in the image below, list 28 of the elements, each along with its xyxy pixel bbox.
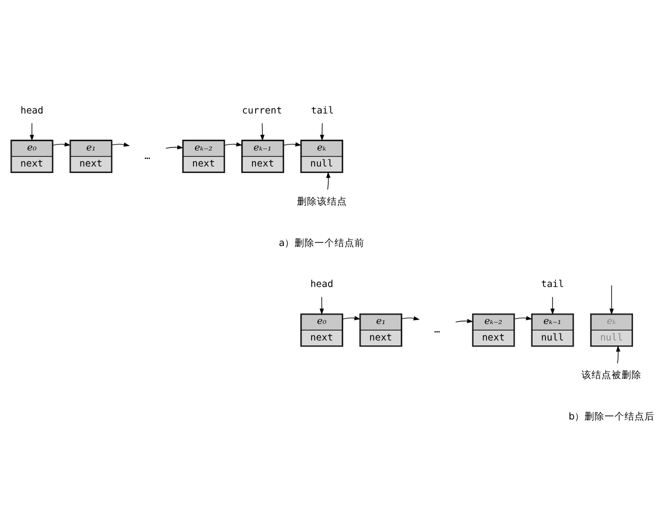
label: b）删除一个结点后	[568, 411, 655, 422]
node-text: …	[144, 150, 150, 162]
arrow	[284, 142, 302, 146]
node-text: tail	[310, 104, 334, 116]
node-text: 该结点被删除	[582, 370, 642, 381]
arrow	[260, 122, 265, 140]
arrow	[112, 142, 130, 146]
node-text: head	[20, 104, 44, 116]
node-text: 删除该结点	[296, 196, 347, 207]
arrow	[550, 296, 555, 314]
arrow	[514, 315, 532, 320]
arrow	[342, 315, 361, 320]
node-text: …	[434, 324, 440, 336]
arrow	[326, 171, 331, 190]
arrow	[224, 142, 242, 146]
arrow	[165, 144, 184, 149]
node-text: head	[310, 278, 334, 290]
node-text: current	[242, 104, 282, 116]
arrow	[30, 122, 34, 140]
arrow	[320, 296, 324, 314]
arrow	[320, 122, 324, 140]
arrow	[455, 318, 474, 323]
arrow	[616, 345, 620, 364]
arrow	[402, 316, 420, 320]
node-text: tail	[541, 278, 564, 290]
arrow	[609, 284, 614, 314]
arrow	[52, 142, 71, 146]
label: a）删除一个结点前	[278, 237, 365, 248]
